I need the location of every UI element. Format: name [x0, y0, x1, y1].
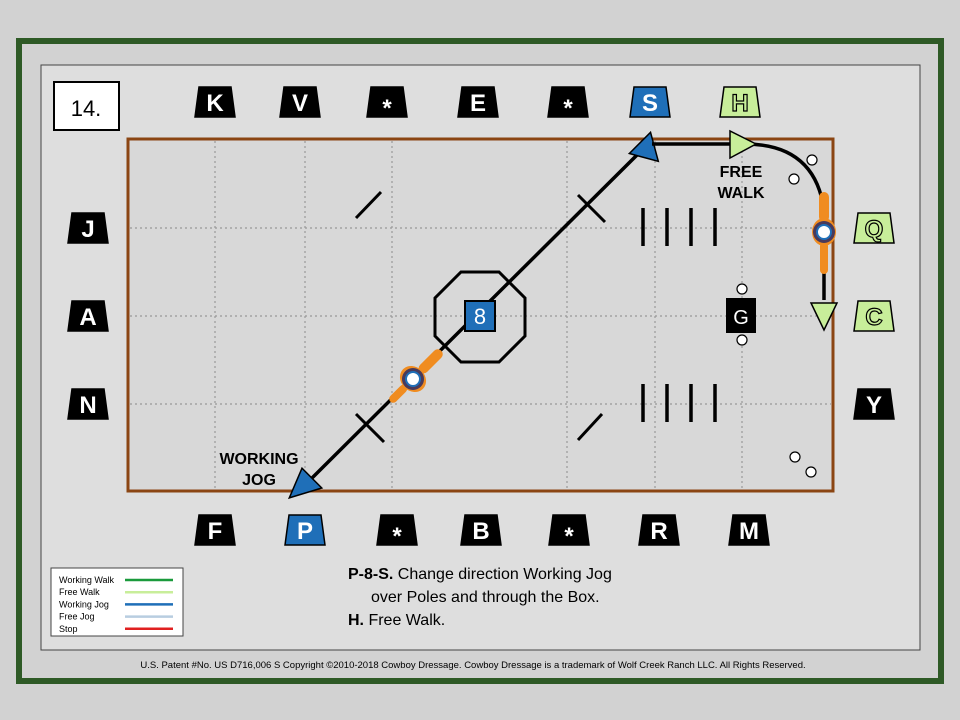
letter-top-e: E: [457, 86, 499, 118]
working-jog-label-line1: WORKING: [219, 451, 298, 468]
pattern-number: 14.: [71, 96, 102, 121]
letter-bottom-r: R: [638, 514, 680, 546]
horse-icon: [812, 192, 836, 274]
instruction-line-1: P-8-S. Change direction Working Jog: [348, 566, 612, 583]
working-jog-label-line2: JOG: [242, 472, 276, 489]
letter-left-n: N: [67, 388, 109, 420]
letter-right-y: Y: [853, 388, 895, 420]
letter-top-k: K: [194, 86, 236, 118]
letter-left-a-label: A: [79, 304, 96, 331]
letter-bottom-m-label: M: [739, 518, 759, 545]
end-arrow-s: [627, 130, 660, 163]
arena-letters: K V * E * S H F P * B * R M J A N Q C Y: [67, 86, 895, 550]
instruction-line-3: H. Free Walk.: [348, 612, 445, 629]
copyright-footer: U.S. Patent #No. US D716,006 S Copyright…: [140, 660, 805, 671]
legend-label: Working Walk: [59, 575, 115, 585]
letter-left-a: A: [67, 300, 109, 332]
g-marker: G: [726, 283, 756, 346]
letter-bottom-star-label: *: [564, 523, 574, 550]
letter-top-k-label: K: [206, 90, 224, 117]
letter-right-q-label: Q: [865, 216, 884, 243]
letter-bottom-p-label: P: [297, 518, 313, 545]
letter-bottom-m: M: [728, 514, 770, 546]
letter-right-c-label: C: [865, 304, 882, 331]
legend-label: Working Jog: [59, 599, 109, 609]
letter-bottom-star: *: [548, 514, 590, 550]
letter-top-h: H: [719, 86, 761, 118]
legend-label: Free Walk: [59, 587, 100, 597]
letter-bottom-f: F: [194, 514, 236, 546]
center-octagon: [433, 270, 527, 364]
free-walk-arrow-h: [729, 129, 758, 160]
g-label: G: [733, 307, 749, 329]
letter-bottom-star-label: *: [392, 523, 402, 550]
letter-top-star-label: *: [382, 95, 392, 122]
letter-top-star-label: *: [563, 95, 573, 122]
legend-label: Stop: [59, 624, 78, 634]
letter-left-n-label: N: [79, 392, 96, 419]
letter-bottom-f-label: F: [208, 518, 223, 545]
free-walk-arrow-c: [809, 302, 839, 332]
letter-top-star: *: [366, 86, 408, 122]
letter-bottom-b-label: B: [472, 518, 489, 545]
poles-upper: [641, 208, 717, 246]
letter-top-s-label: S: [642, 90, 658, 117]
pattern-instructions: P-8-S. Change direction Working Jog over…: [348, 566, 612, 629]
cones: [788, 154, 818, 478]
pattern-number-box: 14.: [53, 81, 120, 131]
letter-top-e-label: E: [470, 90, 486, 117]
letter-right-y-label: Y: [866, 392, 882, 419]
letter-top-h-label: H: [731, 90, 748, 117]
outer-frame: [16, 38, 944, 684]
letter-left-j-label: J: [81, 216, 94, 243]
instruction-line-2: over Poles and through the Box.: [371, 589, 600, 606]
center-box: 8: [464, 300, 496, 332]
letter-bottom-r-label: R: [650, 518, 667, 545]
letter-bottom-b: B: [460, 514, 502, 546]
letter-right-q: Q: [853, 212, 895, 244]
letter-bottom-star: *: [376, 514, 418, 550]
legend-label: Free Jog: [59, 612, 95, 622]
poles-lower: [641, 384, 717, 422]
letter-right-c: C: [853, 300, 895, 332]
letter-top-v-label: V: [292, 90, 308, 117]
free-walk-label-line2: WALK: [717, 185, 765, 202]
letter-top-s: S: [629, 86, 671, 118]
letter-bottom-p: P: [284, 514, 326, 546]
horse-icon: [389, 349, 443, 403]
letter-left-j: J: [67, 212, 109, 244]
quarter-ticks: [354, 190, 604, 442]
start-arrow-p: [287, 466, 324, 500]
letter-top-v: V: [279, 86, 321, 118]
center-box-label: 8: [474, 304, 486, 329]
letter-top-star: *: [547, 86, 589, 122]
free-walk-label-line1: FREE: [720, 164, 763, 181]
